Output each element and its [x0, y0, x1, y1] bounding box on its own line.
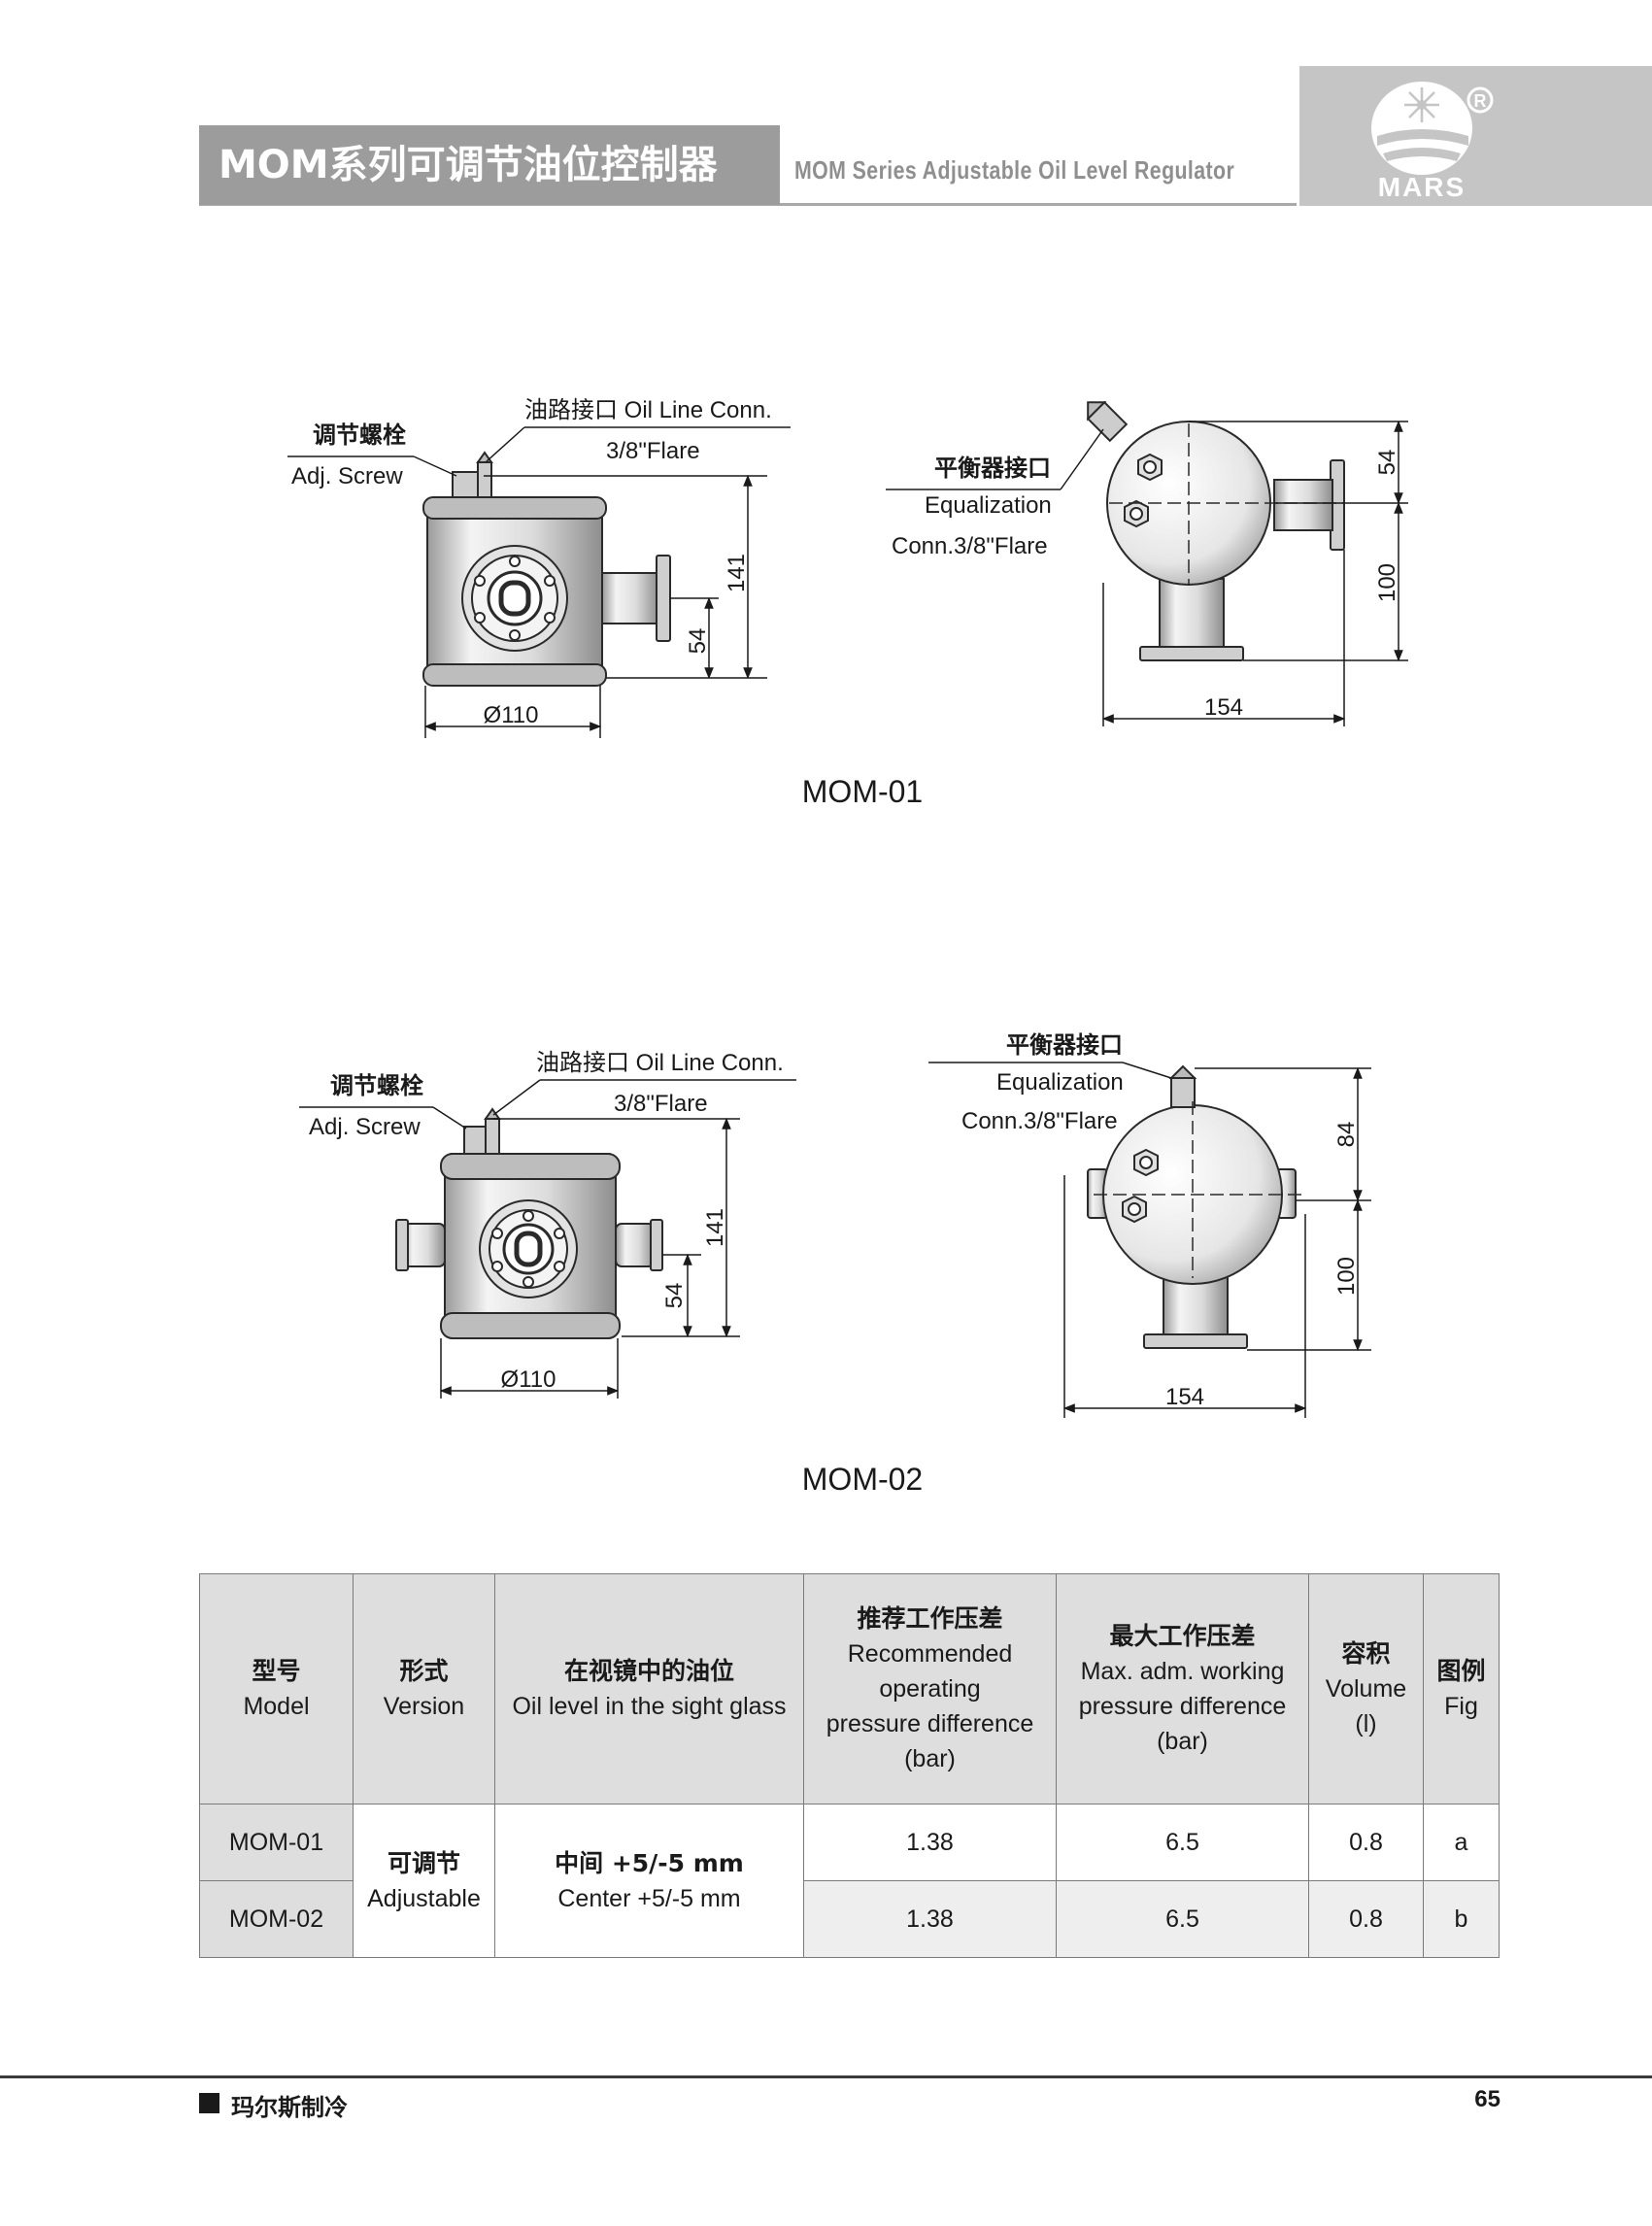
mom01-dim-width: 154: [1204, 694, 1243, 721]
footer-rule: [0, 2075, 1652, 2078]
cell-recommended: 1.38: [803, 1880, 1057, 1958]
logo-text: MARS: [1378, 172, 1466, 202]
brand-logo: R MARS: [1299, 66, 1652, 206]
mom01-dim-height: 141: [724, 554, 750, 592]
cell-max: 6.5: [1056, 1804, 1309, 1881]
cell-max: 6.5: [1056, 1880, 1309, 1958]
mom01-dim-level: 54: [685, 628, 711, 655]
footer-square-icon: [199, 2093, 219, 2113]
mom01-adj-screw-zh: 调节螺栓: [313, 422, 406, 449]
mom01-equal-en: Equalization: [925, 492, 1052, 519]
mom01-dim-diameter: Ø110: [484, 702, 539, 728]
mom01-dim-lower: 100: [1374, 563, 1400, 602]
mom02-dim-width: 154: [1165, 1384, 1204, 1410]
mom02-equal-zh: 平衡器接口: [1006, 1031, 1123, 1059]
svg-text:R: R: [1474, 91, 1487, 111]
mom02-front-view: [395, 1107, 663, 1339]
mom01-oil-line-label: 油路接口 Oil Line Conn.: [524, 397, 772, 423]
mom02-side-view: [1087, 1064, 1305, 1349]
mom01-front-dims: [287, 426, 791, 738]
mom02-dim-diameter: Ø110: [501, 1366, 556, 1393]
cell-model: MOM-02: [199, 1880, 354, 1958]
page-title-zh: MOM系列可调节油位控制器: [199, 125, 780, 205]
mom01-equal-zh: 平衡器接口: [934, 455, 1051, 482]
mom02-side-dims: [928, 1062, 1371, 1418]
footer-brand: 玛尔斯制冷: [231, 2094, 348, 2121]
mom01-flare-label: 3/8"Flare: [606, 438, 700, 464]
table-row: MOM-02 1.38 6.5 0.8 b: [199, 1880, 1500, 1958]
mom01-dim-upper: 54: [1374, 450, 1400, 476]
mom01-side-view: [1086, 400, 1345, 661]
cell-fig: b: [1423, 1880, 1500, 1958]
mom02-oil-line-label: 油路接口 Oil Line Conn.: [536, 1050, 784, 1076]
figure-caption-mom01: MOM-01: [802, 774, 923, 809]
mom02-dim-level: 54: [661, 1283, 688, 1309]
mom02-flare-label: 3/8"Flare: [614, 1091, 708, 1117]
mom02-front-dims: [299, 1079, 796, 1399]
cell-model: MOM-01: [199, 1804, 354, 1881]
cell-recommended: 1.38: [803, 1804, 1057, 1881]
mom02-adj-screw-zh: 调节螺栓: [330, 1072, 423, 1099]
mom01-front-view: [422, 451, 671, 687]
mom02-dim-upper: 84: [1333, 1122, 1360, 1148]
mom02-dim-height: 141: [702, 1208, 728, 1247]
mom02-adj-screw-en: Adj. Screw: [309, 1114, 421, 1140]
figure-caption-mom02: MOM-02: [802, 1462, 923, 1497]
cell-fig: a: [1423, 1804, 1500, 1881]
mom02-equal-conn: Conn.3/8"Flare: [961, 1108, 1118, 1134]
cell-volume: 0.8: [1308, 1880, 1424, 1958]
page-number: 65: [1474, 2086, 1500, 2112]
mom01-side-dims: [886, 420, 1408, 726]
cell-volume: 0.8: [1308, 1804, 1424, 1881]
mom01-equal-conn: Conn.3/8"Flare: [892, 533, 1048, 559]
page-title-en: MOM Series Adjustable Oil Level Regulato…: [794, 155, 1235, 185]
mom01-adj-screw-en: Adj. Screw: [291, 463, 403, 489]
mom02-equal-en: Equalization: [996, 1069, 1124, 1096]
mars-logo-icon: R MARS: [1371, 82, 1494, 202]
mom02-dim-lower: 100: [1333, 1257, 1360, 1296]
